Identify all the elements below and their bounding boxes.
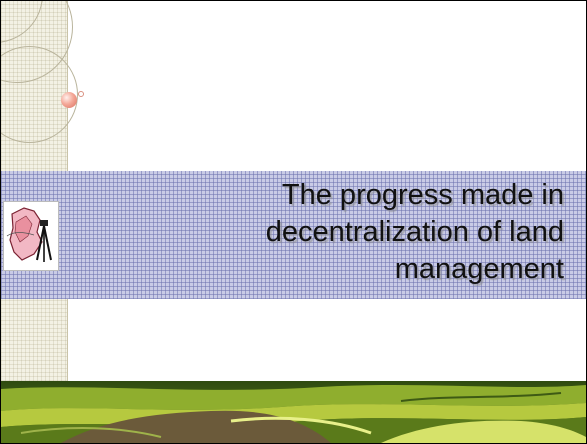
logo-icon [3, 201, 59, 271]
orb-icon [61, 92, 77, 108]
small-circle-icon [78, 91, 84, 97]
slide-title: The progress made in decentralization of… [265, 179, 564, 285]
title-band [1, 171, 586, 299]
rice-terrace-photo [1, 381, 586, 443]
